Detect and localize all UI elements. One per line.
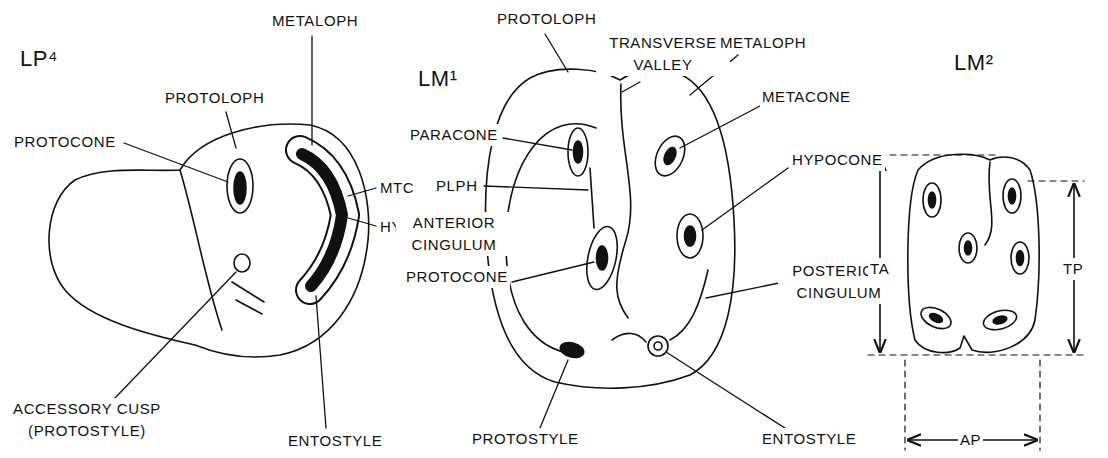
leader-lines (115, 34, 788, 430)
dimension-lines (868, 155, 1084, 450)
part-label: HYPOCONE (790, 149, 885, 171)
part-label: ACCESSORY CUSP (PROTOSTYLE) (0, 398, 174, 442)
part-label: ENTOSTYLE (760, 428, 858, 450)
part-label: METALOPH (718, 32, 808, 54)
second-molar-outline (908, 154, 1039, 352)
part-label: PROTOCONE (12, 131, 118, 153)
premolar-outline (49, 124, 369, 357)
part-label: PROTOLOPH (163, 87, 266, 109)
dimension-label: TA (868, 258, 891, 280)
part-label: METACONE (760, 86, 853, 108)
dimension-label: TP (1061, 258, 1085, 280)
part-label: ENTOSTYLE (286, 430, 384, 452)
part-label: ANTERIOR CINGULUM (396, 212, 512, 256)
tooth-name: LP⁴ (18, 46, 60, 72)
part-label: PROTOCONE (404, 266, 510, 288)
part-label: MTC (378, 177, 416, 199)
dimension-label: AP (958, 429, 983, 451)
part-label: PARACONE (408, 124, 500, 146)
tooth-name: LM¹ (416, 66, 460, 92)
part-label: PROTOLOPH (495, 8, 598, 30)
part-label: METALOPH (270, 10, 360, 32)
part-label: PLPH (434, 175, 480, 197)
part-label: TRANSVERSE VALLEY (596, 32, 730, 76)
part-label: PROTOSTYLE (470, 428, 581, 450)
tooth-name: LM² (952, 50, 996, 76)
first-molar-outline (485, 69, 734, 388)
